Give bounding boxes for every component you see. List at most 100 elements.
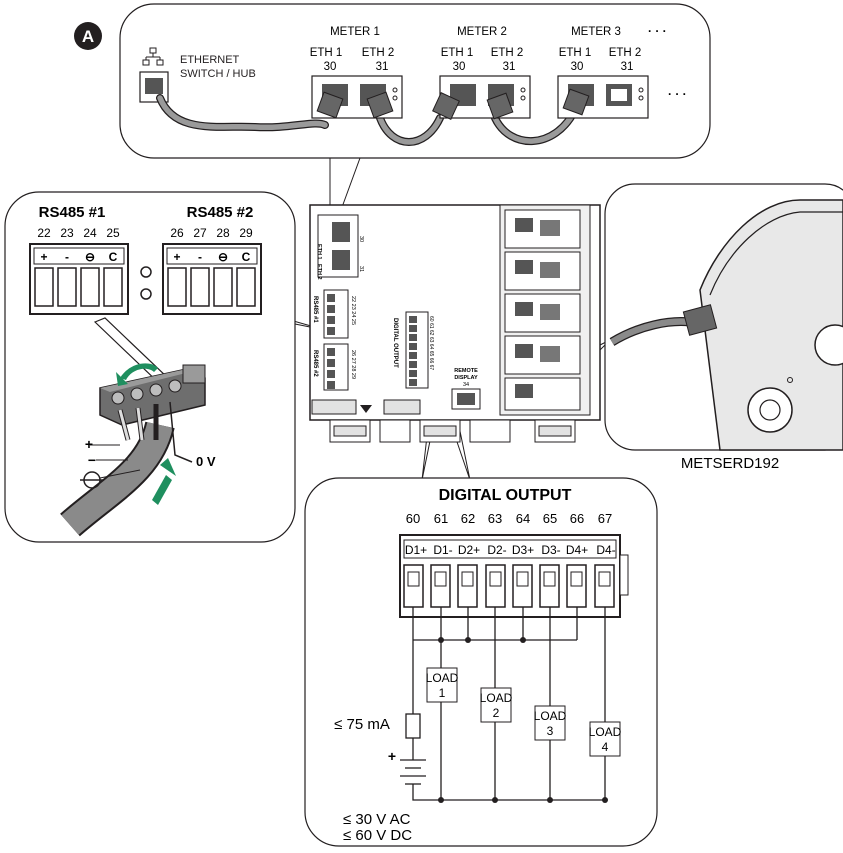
rs485-1-symbol: ⊖: [85, 250, 95, 264]
marker-letter: A: [82, 27, 94, 46]
rs485-1-term: 25: [106, 226, 120, 240]
meter-3-eth1: ETH 1: [559, 47, 592, 59]
meter-continuation: · · ·: [648, 24, 667, 38]
rs485-2-symbol: -: [198, 250, 202, 264]
callout-marker-a: A: [74, 22, 102, 50]
do-terminal-screws: [403, 564, 615, 608]
side-modules: [504, 209, 581, 411]
rs485-1-symbol: C: [109, 250, 118, 264]
remote-display-cable: [609, 304, 718, 346]
do-signal-labels: D1+ D1- D2+ D2- D3+ D3- D4+ D4-: [405, 543, 616, 557]
meter-eth2-label: ETH 2: [316, 264, 322, 280]
do-signal: D3-: [541, 543, 560, 557]
meter-1-term31: 31: [376, 61, 389, 73]
network-callout: A ETHERNET SWITCH / HUB METE: [74, 3, 711, 159]
meter-rs485-1-terms: 22 23 24 25: [350, 296, 356, 325]
network-icon: [142, 47, 164, 66]
meter-3-ports: METER 3 · · · ETH 1 ETH 2 30 31 · · ·: [557, 24, 687, 119]
rs485-1-term: 23: [60, 226, 74, 240]
rs485-callout: RS485 #1 RS485 #2 22 23 24 25 26 27 28 2…: [4, 191, 296, 543]
do-signal: D4+: [566, 543, 588, 557]
do-signal: D3+: [512, 543, 534, 557]
wire-plus-label: +: [85, 436, 93, 452]
load-word: LOAD: [589, 725, 622, 739]
load-number: 1: [439, 686, 446, 700]
display-caption: METSERD192: [681, 455, 779, 472]
load-1: LOAD 1: [426, 667, 459, 703]
load-3: LOAD 3: [534, 705, 567, 741]
meter-1-eth2: ETH 2: [362, 47, 395, 59]
remote-display-callout: METSERD192: [604, 183, 843, 472]
meter-2-eth2: ETH 2: [491, 47, 524, 59]
load-2: LOAD 2: [480, 687, 513, 723]
meter-2-name: METER 2: [457, 26, 507, 38]
do-signal: D4-: [596, 543, 615, 557]
rs485-1-connector: + - ⊖ C: [29, 243, 129, 315]
current-limit-label: ≤ 75 mA: [334, 716, 390, 733]
rs485-2-terminal-numbers: 26 27 28 29: [170, 226, 253, 240]
meter-digital-output-label: DIGITAL OUTPUT: [392, 318, 398, 368]
meter-term31-label: 31: [358, 266, 364, 272]
switch-label-line1: ETHERNET: [180, 54, 240, 66]
do-terminal: 65: [543, 511, 557, 526]
rs485-2-connector: + - ⊖ C: [162, 243, 262, 315]
meter-1-ports: METER 1 ETH 1 ETH 2 30 31: [310, 26, 403, 119]
load-4: LOAD 4: [589, 721, 622, 757]
rs485-2-title: RS485 #2: [187, 204, 254, 221]
do-terminal: 60: [406, 511, 420, 526]
meter-1-term30: 30: [324, 61, 337, 73]
do-terminal: 67: [598, 511, 612, 526]
ethernet-cables: [156, 94, 579, 146]
do-signal: D2+: [458, 543, 480, 557]
wire-minus-label: −: [88, 452, 96, 468]
do-terminal: 61: [434, 511, 448, 526]
meter-3-term30: 30: [571, 61, 584, 73]
digital-output-callout: DIGITAL OUTPUT 60 61 62 63 64 65 66 67 D…: [304, 477, 658, 847]
do-junction-dots: [438, 637, 608, 803]
meter-remote-number: 34: [463, 382, 469, 388]
meter-remote-label: REMOTE: [454, 368, 478, 374]
meter-term30-label: 30: [358, 236, 364, 242]
rs485-1-term: 22: [37, 226, 51, 240]
meter-rs485-2-label: RS485 #2: [312, 350, 318, 377]
battery-symbol: [400, 759, 426, 792]
do-terminal: 62: [461, 511, 475, 526]
meter-do-terms: 60 61 62 63 64 65 66 67: [428, 316, 434, 370]
meter-2-ports: METER 2 ETH 1 ETH 2 30 31: [432, 26, 531, 120]
meter-2-term30: 30: [453, 61, 466, 73]
rs485-1-symbol: -: [65, 250, 69, 264]
rs485-cable: [60, 401, 193, 537]
green-arrow-icons: [116, 363, 176, 505]
do-title: DIGITAL OUTPUT: [439, 487, 572, 504]
rs485-1-terminal-numbers: 22 23 24 25: [37, 226, 120, 240]
meter-display-label: DISPLAY: [454, 375, 478, 381]
port-continuation: · · ·: [668, 87, 687, 101]
do-terminal: 66: [570, 511, 584, 526]
rs485-2-symbol: C: [242, 250, 251, 264]
meter-1-eth1: ETH 1: [310, 47, 343, 59]
battery-plus-label: +: [388, 748, 396, 764]
load-number: 3: [547, 724, 554, 738]
meter-rs485-1-label: RS485 #1: [312, 296, 318, 323]
meter-rear-view: ETH 1 ETH 2 30 31 RS485 #1 22 23 24 25 R…: [309, 204, 601, 443]
switch-jack: [145, 78, 163, 94]
meter-rs485-2-terms: 26 27 28 29: [350, 350, 356, 379]
voltage-dc-label: ≤ 60 V DC: [343, 827, 412, 844]
do-terminal: 63: [488, 511, 502, 526]
rs485-1-title: RS485 #1: [39, 204, 106, 221]
switch-label-line2: SWITCH / HUB: [180, 68, 256, 80]
do-signal: D1-: [433, 543, 452, 557]
load-word: LOAD: [534, 709, 567, 723]
load-number: 4: [602, 740, 609, 754]
do-signal: D1+: [405, 543, 427, 557]
load-number: 2: [493, 706, 500, 720]
rs485-2-symbol: +: [173, 250, 180, 264]
do-signal: D2-: [487, 543, 506, 557]
rs485-1-term: 24: [83, 226, 97, 240]
rs485-2-term: 29: [239, 226, 253, 240]
zero-volt-label: 0 V: [196, 454, 216, 469]
meter-2-eth1: ETH 1: [441, 47, 474, 59]
rs485-2-symbol: ⊖: [218, 250, 228, 264]
rs485-2-term: 28: [216, 226, 230, 240]
